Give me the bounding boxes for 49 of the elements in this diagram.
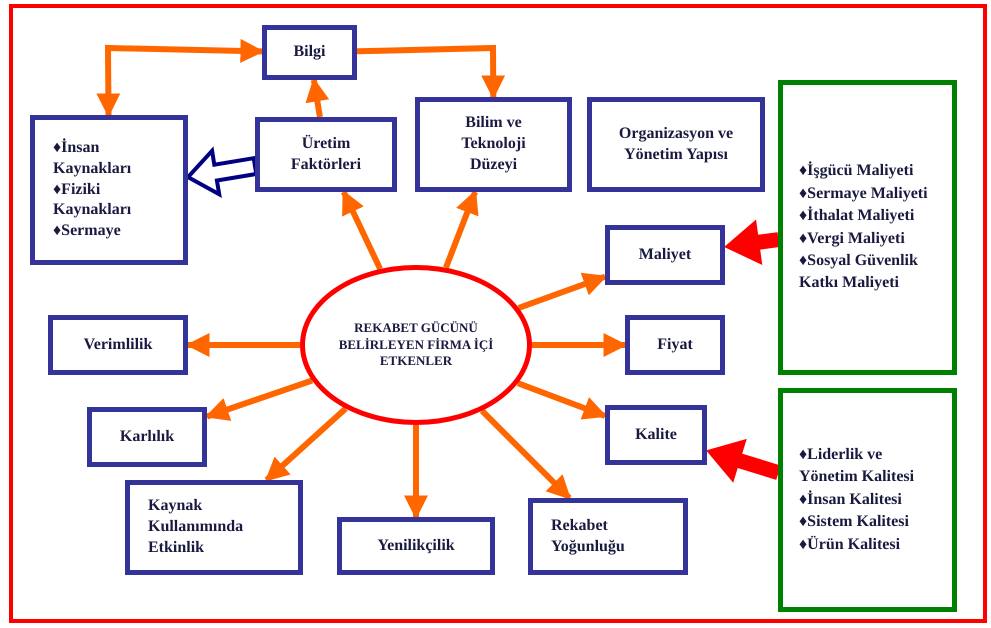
process-box: [605, 405, 707, 465]
node-text: Kaynak Kullanımında Etkinlik: [148, 496, 244, 558]
arrow: [480, 408, 572, 500]
node-text: ♦Sermaye: [53, 221, 121, 242]
node-text: Kalite: [635, 424, 677, 445]
process-box: [48, 315, 188, 375]
node-text: ♦İthalat Maliyeti: [799, 205, 914, 226]
node-text: Verimlilik: [84, 334, 152, 355]
node-text: Üretim Faktörleri: [290, 134, 362, 174]
node-text: Organizasyon ve Yönetim Yapısı: [618, 124, 734, 164]
arrow: [306, 78, 330, 118]
process-box: [262, 25, 357, 80]
process-box: [415, 97, 572, 192]
node-text: Bilgi: [293, 42, 326, 62]
node-text: Bilim ve Teknoloji Düzeyi: [460, 113, 527, 175]
node-text: ♦Sosyal Güvenlik Katkı Maliyeti: [799, 250, 919, 294]
node-text: ♦İnsan Kalitesi: [799, 489, 902, 510]
process-box: [605, 225, 725, 285]
node-text: Fiyat: [657, 334, 693, 355]
node-text: Maliyet: [638, 244, 692, 265]
node-text: ♦İşgücü Maliyeti: [799, 160, 914, 182]
node-text: REKABET GÜCÜNÜ BELİRLEYEN FİRMA İÇİ ETKENLER: [338, 320, 494, 370]
arrow: [356, 44, 506, 100]
arrow: [532, 333, 628, 357]
process-box: [337, 517, 495, 575]
node-text: ♦Sermaye Maliyeti: [799, 184, 928, 204]
factor-list-box: [778, 388, 957, 612]
node-text: ♦Sistem Kalitesi: [799, 512, 909, 532]
node-text: Yenilikçilik: [377, 536, 455, 556]
process-box: [587, 97, 765, 192]
process-box: [87, 407, 207, 467]
node-text: ♦Ürün Kalitesi: [799, 534, 900, 555]
node-text: ♦İnsan Kaynakları: [53, 138, 132, 179]
block-arrow: [706, 438, 781, 483]
arrow: [264, 406, 348, 482]
node-text: ♦Liderlik ve Yönetim Kalitesi: [799, 445, 916, 488]
node-text: Rekabet Yoğunluğu: [551, 516, 626, 556]
process-box: [30, 115, 188, 265]
arrow: [404, 425, 428, 520]
arrow: [96, 38, 264, 118]
node-text: ♦Vergi Maliyeti: [799, 228, 905, 248]
process-box: [125, 480, 303, 575]
process-box: [255, 117, 397, 192]
node-text: Karlılık: [120, 426, 174, 447]
node-text: ♦Fiziki Kaynakları: [53, 180, 132, 220]
factor-list-box: [778, 80, 957, 375]
block-arrow: [724, 220, 780, 265]
process-box: [625, 315, 725, 375]
process-box: [528, 498, 688, 575]
